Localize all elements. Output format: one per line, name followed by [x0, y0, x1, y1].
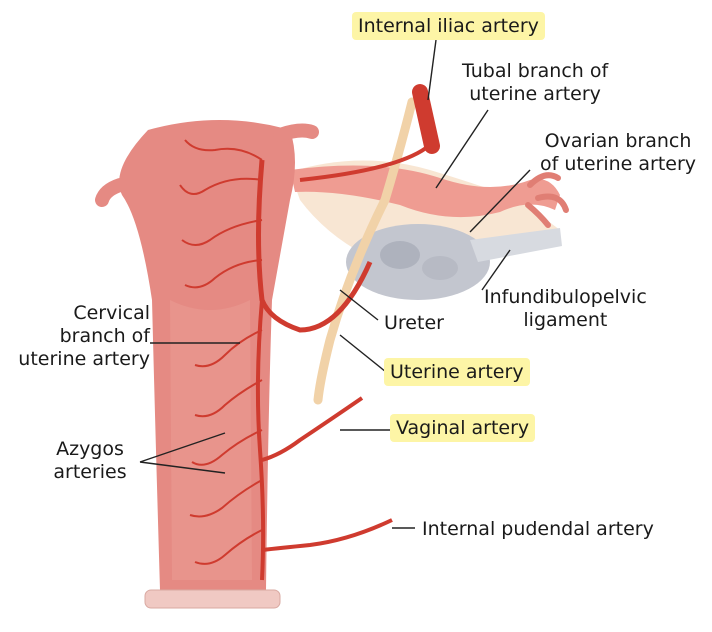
- internal-pudendal-vessel: [261, 518, 393, 552]
- label-vaginal-artery: Vaginal artery: [390, 414, 536, 442]
- infundibulopelvic-ligament: [470, 228, 562, 262]
- internal-iliac-vessel: [412, 84, 440, 154]
- ovary: [346, 224, 490, 300]
- ovarian-arcade: [299, 146, 428, 182]
- label-ovarian-branch: Ovarian branch of uterine artery: [540, 130, 697, 175]
- uterine-descending-branch: [255, 299, 266, 581]
- label-internal-iliac-artery: Internal iliac artery: [352, 12, 545, 40]
- cervix-shading: [170, 300, 252, 580]
- fimbriae: [525, 172, 569, 228]
- ovary-follicle: [380, 241, 420, 269]
- label-azygos-arteries: Azygos arteries: [53, 438, 127, 483]
- label-tubal-branch: Tubal branch of uterine artery: [462, 60, 609, 105]
- round-ligament-left: [95, 178, 127, 207]
- vaginal-ring: [144, 589, 281, 609]
- vaginal-artery-vessel: [261, 396, 364, 462]
- label-cervical-branch: Cervical branch of uterine artery: [18, 302, 150, 370]
- ovary-follicle: [422, 256, 458, 280]
- label-ureter: Ureter: [384, 312, 444, 334]
- label-uterine-artery: Uterine artery: [384, 358, 530, 386]
- arcuate-branches: [179, 139, 263, 565]
- label-internal-pudendal-artery: Internal pudendal artery: [422, 518, 654, 540]
- uterine-artery-vessel: [256, 159, 373, 333]
- label-infundibulopelvic-ligament: Infundibulopelvic ligament: [484, 286, 647, 331]
- ureter: [313, 97, 417, 405]
- round-ligament-right: [273, 123, 319, 142]
- leader-lines: [139, 39, 531, 529]
- fallopian-tube: [290, 165, 560, 218]
